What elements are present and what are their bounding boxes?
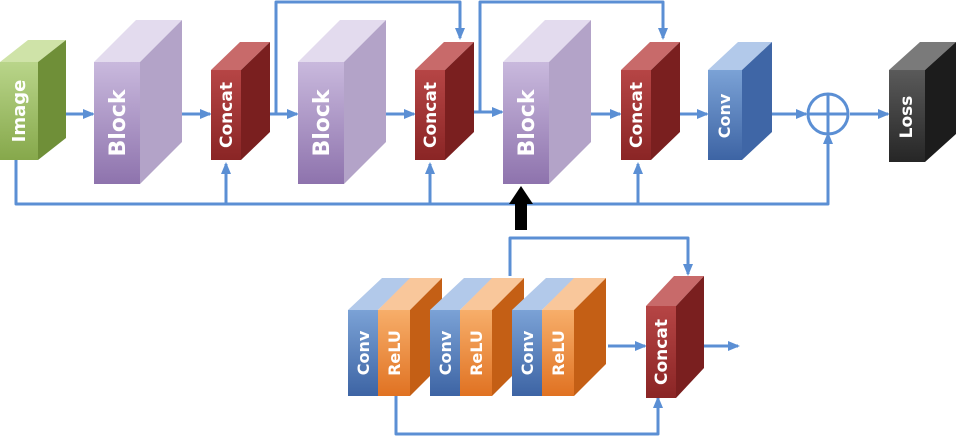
thick-up-arrow-icon	[509, 186, 533, 230]
block-3-label: Block	[515, 88, 540, 156]
conv-3-label: Conv	[518, 330, 537, 375]
conv-2-label: Conv	[436, 330, 455, 375]
bottom-connections	[394, 236, 740, 436]
block-1: Block	[94, 20, 182, 184]
relu-1-label: ReLU	[385, 330, 404, 376]
image-block: Image	[0, 40, 66, 160]
block-2-label: Block	[310, 88, 335, 156]
concat-1: Concat	[211, 42, 270, 160]
conv-relu-pair-2: Conv ReLU	[430, 278, 524, 396]
concat-2: Concat	[415, 42, 474, 160]
relu-2-label: ReLU	[467, 330, 486, 376]
conv-top-label: Conv	[715, 93, 734, 138]
concat-3: Concat	[621, 42, 680, 160]
concat-1-label: Concat	[217, 82, 237, 148]
conv-1-label: Conv	[354, 330, 373, 375]
concat-bottom-label: Concat	[652, 319, 672, 385]
concat-2-label: Concat	[421, 82, 441, 148]
conv-relu-pair-3: Conv ReLU	[512, 278, 606, 396]
conv-top: Conv	[708, 42, 772, 160]
relu-3-label: ReLU	[549, 330, 568, 376]
circle-plus-icon	[806, 92, 850, 136]
loss-block: Loss	[889, 42, 956, 162]
conv-relu-pair-1: Conv ReLU	[348, 278, 442, 396]
block-3: Block	[503, 20, 591, 184]
concat-3-label: Concat	[627, 82, 647, 148]
block-2: Block	[298, 20, 386, 184]
concat-bottom: Concat	[646, 276, 704, 398]
loss-label: Loss	[897, 96, 917, 139]
block-1-label: Block	[106, 88, 131, 156]
image-label: Image	[9, 80, 30, 143]
